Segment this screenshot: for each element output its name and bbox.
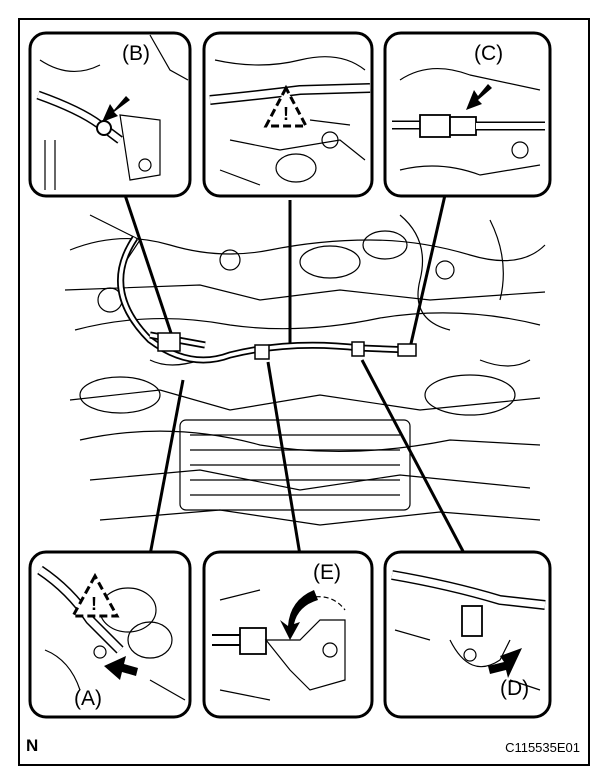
north-indicator: N: [26, 736, 39, 755]
arrow-pointer-icon-e: [280, 590, 318, 640]
figure-code: C115535E01: [505, 740, 580, 755]
arrow-pointer-icon-b: [102, 96, 130, 122]
inset-b: [28, 31, 192, 198]
inset-d: [383, 550, 552, 719]
svg-text:!: !: [283, 104, 289, 124]
callout-e-label: (E): [313, 561, 341, 584]
callout-b-label: (B): [122, 42, 150, 65]
inset-e: [202, 550, 374, 719]
inset-a: !: [28, 550, 192, 719]
callout-c-label: (C): [474, 42, 504, 65]
inset-c: [383, 31, 552, 198]
svg-text:!: !: [91, 594, 97, 614]
callout-d-label: (D): [500, 677, 530, 700]
arrow-pointer-icon-c: [466, 84, 492, 110]
warning-triangle-icon-top: [263, 84, 309, 128]
figure-frame: [18, 18, 590, 766]
callout-a-label: (A): [74, 687, 102, 710]
warning-triangle-icon-a: [70, 572, 120, 618]
engine-main-view: [64, 214, 546, 526]
leader-lines: [123, 194, 467, 556]
arrow-pointer-icon-d: [488, 648, 522, 678]
inset-warning-top: !: [202, 31, 374, 198]
wiring-harness: [117, 236, 417, 364]
arrow-pointer-icon-a: [104, 656, 138, 680]
